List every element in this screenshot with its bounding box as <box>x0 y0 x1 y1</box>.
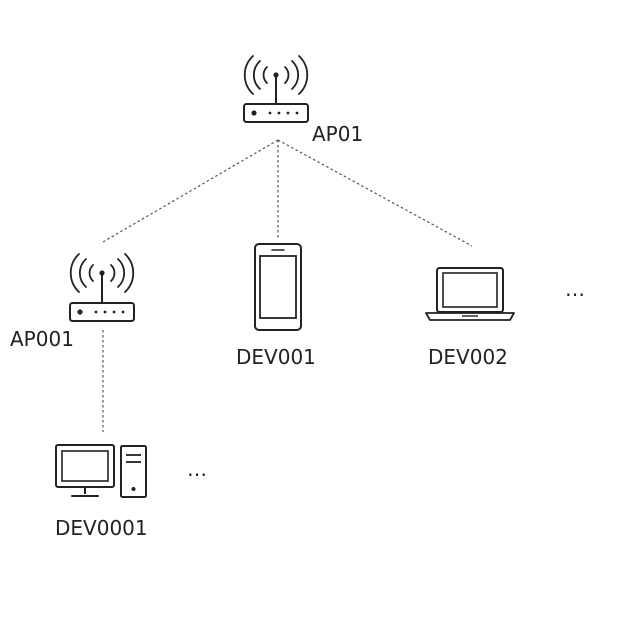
ellipsis-level1: … <box>565 277 585 301</box>
dev0001-label: DEV0001 <box>55 516 148 540</box>
wireless-router-icon <box>70 254 134 321</box>
link-ap01-ap001 <box>103 140 278 242</box>
ap001-label: AP001 <box>10 327 74 351</box>
dev001-label: DEV001 <box>236 345 316 369</box>
links <box>103 140 472 432</box>
dev002-label: DEV002 <box>428 345 508 369</box>
laptop-icon <box>426 268 514 320</box>
wireless-router-icon <box>244 56 308 122</box>
ap01-label: AP01 <box>312 122 363 146</box>
desktop-computer-icon <box>56 445 146 497</box>
smartphone-icon <box>255 244 301 330</box>
link-ap01-dev002 <box>278 140 472 246</box>
ellipsis-level2: … <box>187 457 207 481</box>
